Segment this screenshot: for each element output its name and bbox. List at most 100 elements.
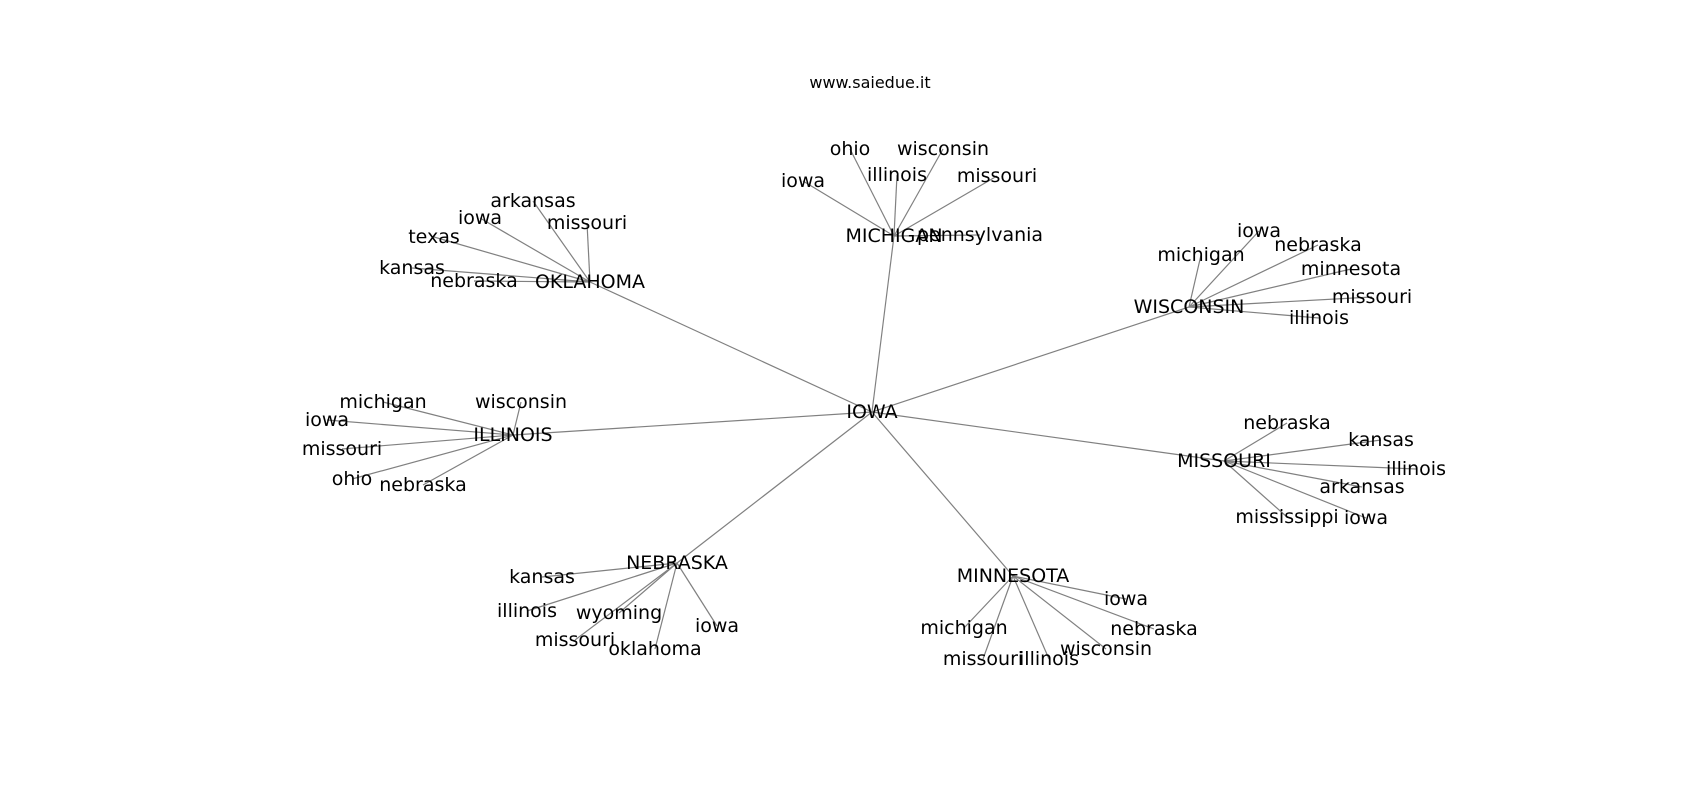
node-label-illinois-missouri: missouri: [302, 438, 382, 460]
node-label-oklahoma-texas: texas: [408, 226, 460, 248]
node-label-wisconsin-minnesota: minnesota: [1301, 258, 1401, 280]
edge-illinois-wisconsin: [512, 401, 522, 436]
edge-illinois-ohio: [351, 434, 514, 480]
edge-missouri-arkansas: [1223, 460, 1363, 488]
edge-nebraska-wyoming: [618, 562, 678, 614]
edge-nebraska-illinois: [526, 562, 678, 612]
node-label-minnesota-wisconsin: wisconsin: [1060, 638, 1152, 660]
edge-wisconsin-nebraska: [1188, 244, 1319, 308]
edge-wisconsin-minnesota: [1188, 268, 1352, 308]
edge-iowa-michigan: [871, 235, 895, 413]
edge-nebraska-oklahoma: [654, 562, 678, 650]
edge-missouri-nebraska: [1223, 422, 1288, 462]
node-label-missouri-nebraska: nebraska: [1243, 412, 1330, 434]
edge-missouri-illinois: [1223, 460, 1417, 470]
edge-iowa-wisconsin: [871, 306, 1190, 413]
node-label-illinois-wisconsin: wisconsin: [475, 391, 567, 413]
node-label-wisconsin-iowa: iowa: [1237, 220, 1281, 242]
node-label-minnesota-michigan: michigan: [920, 617, 1007, 639]
node-label-michigan-missouri: missouri: [957, 165, 1037, 187]
edge-illinois-iowa: [326, 419, 514, 436]
edge-michigan-missouri: [893, 175, 998, 237]
node-label-wisconsin-illinois: illinois: [1289, 307, 1349, 329]
edge-michigan-ohio: [849, 148, 895, 237]
edge-michigan-wisconsin: [893, 148, 944, 237]
edge-michigan-iowa: [802, 180, 895, 237]
node-label-illinois-iowa: iowa: [305, 409, 349, 431]
edge-iowa-nebraska: [676, 411, 873, 564]
edge-minnesota-michigan: [963, 575, 1014, 629]
node-label-minnesota-missouri: missouri: [943, 648, 1023, 670]
node-label-missouri: MISSOURI: [1177, 450, 1271, 472]
node-label-minnesota-iowa: iowa: [1104, 588, 1148, 610]
edge-iowa-minnesota: [871, 411, 1014, 577]
graph-title: www.saiedue.it: [809, 73, 930, 92]
node-label-missouri-arkansas: arkansas: [1319, 476, 1404, 498]
node-label-illinois-nebraska: nebraska: [379, 474, 466, 496]
edge-wisconsin-missouri: [1188, 296, 1373, 308]
node-label-wisconsin-missouri: missouri: [1332, 286, 1412, 308]
node-label-illinois: ILLINOIS: [473, 424, 552, 446]
node-label-nebraska-kansas: kansas: [509, 566, 575, 588]
node-label-michigan: MICHIGAN: [845, 225, 942, 247]
edge-missouri-mississippi: [1223, 460, 1288, 518]
node-label-oklahoma-arkansas: arkansas: [490, 190, 575, 212]
node-label-minnesota-illinois: illinois: [1019, 648, 1079, 670]
node-label-nebraska: NEBRASKA: [626, 552, 728, 574]
edge-wisconsin-illinois: [1188, 306, 1320, 319]
edge-minnesota-missouri: [982, 575, 1014, 660]
node-label-missouri-iowa: iowa: [1344, 507, 1388, 529]
node-label-minnesota-nebraska: nebraska: [1110, 618, 1197, 640]
node-label-michigan-iowa: iowa: [781, 170, 825, 192]
node-label-minnesota: MINNESOTA: [957, 565, 1070, 587]
node-label-oklahoma: OKLAHOMA: [535, 271, 645, 293]
edge-iowa-illinois: [512, 411, 873, 436]
edge-nebraska-iowa: [676, 562, 718, 627]
node-label-wisconsin-michigan: michigan: [1157, 244, 1244, 266]
node-label-nebraska-oklahoma: oklahoma: [608, 638, 701, 660]
node-label-oklahoma-nebraska: nebraska: [430, 270, 517, 292]
edge-iowa-oklahoma: [589, 281, 873, 413]
node-label-nebraska-missouri: missouri: [535, 629, 615, 651]
edge-iowa-missouri: [871, 411, 1225, 462]
node-label-wisconsin-nebraska: nebraska: [1274, 234, 1361, 256]
node-label-michigan-wisconsin: wisconsin: [897, 138, 989, 160]
edge-wisconsin-iowa: [1188, 230, 1260, 308]
node-label-illinois-michigan: michigan: [339, 391, 426, 413]
edge-minnesota-iowa: [1012, 575, 1127, 600]
edge-nebraska-missouri: [574, 562, 678, 641]
edge-illinois-nebraska: [422, 434, 514, 486]
node-label-oklahoma-missouri: missouri: [547, 212, 627, 234]
edge-nebraska-kansas: [541, 562, 678, 578]
edge-oklahoma-kansas: [411, 267, 591, 283]
node-label-oklahoma-kansas: kansas: [379, 257, 445, 279]
edge-oklahoma-arkansas: [532, 200, 591, 283]
edge-missouri-iowa: [1223, 460, 1367, 519]
node-label-nebraska-illinois: illinois: [497, 600, 557, 622]
edge-oklahoma-iowa: [479, 217, 591, 283]
edge-minnesota-illinois: [1012, 575, 1050, 660]
node-label-iowa-center: IOWA: [846, 401, 897, 423]
node-label-missouri-illinois: illinois: [1386, 458, 1446, 480]
graph-edges: [326, 148, 1417, 660]
node-label-oklahoma-iowa: iowa: [458, 207, 502, 229]
node-label-missouri-kansas: kansas: [1348, 429, 1414, 451]
node-label-michigan-ohio: ohio: [830, 138, 871, 160]
edge-minnesota-nebraska: [1012, 575, 1155, 630]
node-label-michigan-pennsylvania: pennsylvania: [917, 224, 1043, 246]
edge-wisconsin-michigan: [1188, 254, 1202, 308]
edge-illinois-missouri: [341, 434, 514, 450]
node-label-nebraska-wyoming: wyoming: [576, 602, 662, 624]
node-label-michigan-illinois: illinois: [867, 164, 927, 186]
node-label-illinois-ohio: ohio: [332, 468, 373, 490]
edge-illinois-michigan: [382, 401, 514, 436]
edge-minnesota-wisconsin: [1012, 575, 1107, 650]
node-label-missouri-mississippi: mississippi: [1235, 506, 1338, 528]
edge-oklahoma-nebraska: [473, 280, 591, 283]
edge-michigan-pennsylvania: [893, 234, 981, 237]
node-label-nebraska-iowa: iowa: [695, 615, 739, 637]
edge-oklahoma-missouri: [586, 222, 591, 283]
edge-michigan-illinois: [893, 174, 898, 237]
